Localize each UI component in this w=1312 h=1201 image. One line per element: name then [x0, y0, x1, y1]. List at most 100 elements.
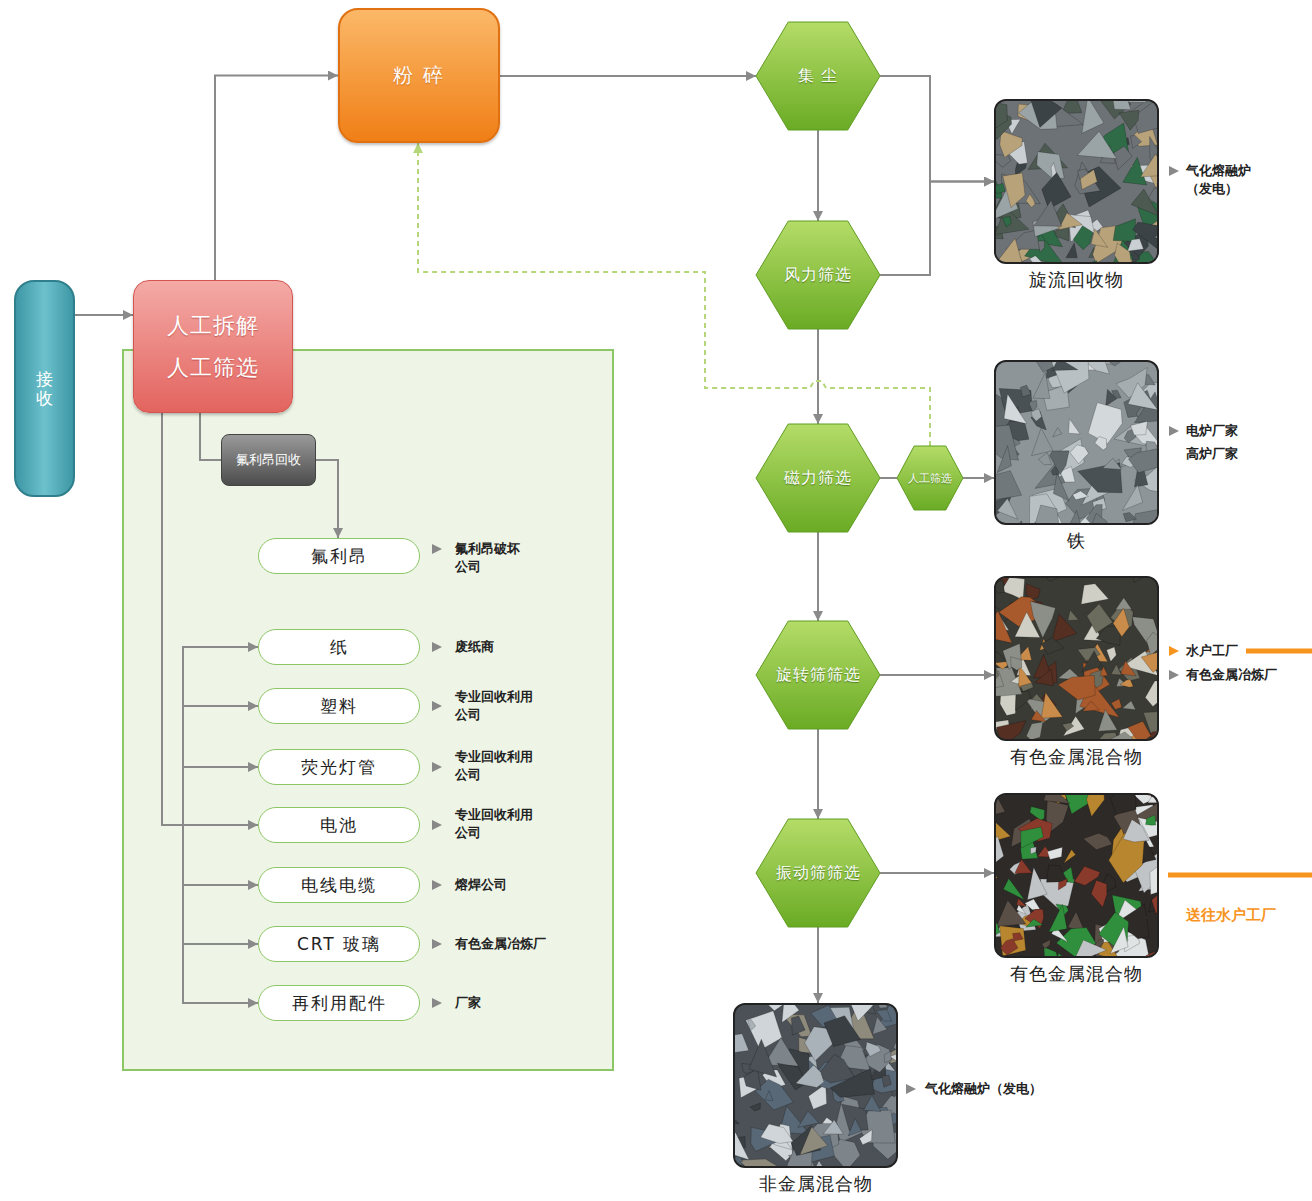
scrap-piece — [1110, 795, 1136, 814]
sub-panel — [123, 350, 613, 1070]
destination-label: 有色金属冶炼厂 — [455, 935, 546, 953]
flow-connector — [963, 477, 994, 479]
scrap-piece — [1095, 436, 1107, 450]
feedback-connector — [418, 143, 930, 446]
node-text: 再利用配件 — [292, 992, 387, 1015]
node-text: 氟利昂回收 — [236, 451, 301, 469]
scrap-piece — [996, 611, 1012, 643]
bullet — [432, 998, 442, 1008]
flow-connector — [817, 927, 819, 1003]
scrap-piece — [1082, 651, 1102, 672]
scrap-piece — [1029, 256, 1042, 262]
scrap-piece — [1073, 491, 1089, 500]
scrap-piece — [876, 1010, 891, 1022]
scrap-piece — [996, 721, 1026, 739]
photo-frame — [994, 99, 1159, 264]
destination-label: 电炉厂家 — [1186, 422, 1238, 440]
flow-connector — [817, 130, 819, 221]
flow-connector — [880, 477, 897, 479]
scrap-piece — [1033, 372, 1050, 398]
process-hexagon: 人工筛选 — [897, 446, 963, 510]
scrap-piece — [996, 865, 997, 879]
scrap-piece — [1008, 521, 1026, 523]
scrap-piece — [1056, 953, 1067, 956]
scrap-piece — [824, 1016, 861, 1047]
node-text: 磁力筛选 — [784, 468, 852, 489]
photo-frame — [733, 1003, 898, 1168]
scrap-piece — [1075, 162, 1100, 194]
scrap-piece — [1092, 513, 1110, 523]
product-photo: 旋流回收物 — [994, 99, 1159, 294]
scrap-piece — [1091, 229, 1108, 248]
scrap-piece — [1042, 173, 1071, 209]
photo-illustration — [996, 795, 1157, 956]
bullet — [432, 762, 442, 772]
destination-label: 专业回收利用 公司 — [455, 748, 533, 784]
scrap-piece — [1041, 637, 1064, 654]
bullet — [1169, 646, 1179, 656]
destination-label: 高炉厂家 — [1186, 445, 1238, 463]
node-text: 人工筛选 — [167, 353, 259, 383]
material-box: 荧光灯管 — [258, 749, 420, 785]
scrap-piece — [1083, 833, 1112, 849]
scrap-piece — [800, 1127, 828, 1155]
scrap-piece — [798, 1111, 819, 1127]
material-box: 氟利昂 — [258, 538, 420, 574]
scrap-piece — [823, 1120, 843, 1134]
scrap-piece — [1148, 795, 1157, 803]
scrap-piece — [996, 798, 1005, 815]
bullet — [432, 701, 442, 711]
hexagon-outline — [756, 22, 880, 130]
scrap-piece — [1026, 194, 1035, 208]
bullet — [1169, 166, 1179, 176]
hexagon-outline — [897, 446, 963, 510]
scrap-piece — [749, 1039, 777, 1077]
scrap-piece — [1037, 152, 1064, 180]
node-text: 接收 — [36, 370, 53, 407]
scrap-piece — [1128, 448, 1157, 473]
scrap-piece — [1049, 451, 1069, 475]
scrap-piece — [1087, 795, 1105, 817]
scrap-piece — [1080, 169, 1097, 189]
node-text: 振动筛筛选 — [776, 863, 861, 884]
scrap-piece — [1003, 173, 1025, 208]
node-text: 纸 — [330, 636, 349, 659]
scrap-piece — [1047, 847, 1062, 859]
scrap-piece — [1015, 859, 1032, 873]
scrap-piece — [1000, 926, 1026, 956]
photo-ground — [996, 578, 1157, 739]
scrap-piece — [1083, 701, 1100, 711]
bullet — [1169, 670, 1179, 680]
node-text: 集 尘 — [798, 66, 838, 87]
scrap-piece — [1088, 403, 1122, 444]
node-text: 电池 — [320, 814, 358, 837]
node-text: 有色金属混合物 — [1010, 747, 1143, 767]
scrap-piece — [1101, 667, 1108, 676]
node-text: 粉 碎 — [393, 62, 445, 89]
scrap-piece — [1131, 135, 1142, 148]
scrap-piece — [1002, 216, 1011, 226]
scrap-piece — [1113, 608, 1129, 637]
scrap-piece — [1017, 905, 1026, 915]
scrap-piece — [735, 1115, 739, 1124]
product-photo: 铁 — [994, 360, 1159, 550]
scrap-piece — [1028, 101, 1062, 128]
scrap-piece — [1066, 243, 1077, 258]
scrap-piece — [1000, 131, 1022, 158]
flow-connector — [215, 76, 338, 281]
node-text: 旋转筛筛选 — [776, 665, 861, 686]
scrap-piece — [1141, 652, 1157, 672]
node-text: 荧光灯管 — [301, 756, 377, 779]
node-text: 风力筛选 — [784, 265, 852, 286]
photo-illustration — [996, 101, 1157, 262]
product-photo: 有色金属混合物 — [994, 576, 1159, 771]
scrap-piece — [1131, 578, 1144, 582]
process-box: 人工拆解人工筛选 — [133, 280, 293, 413]
scrap-piece — [996, 471, 1022, 500]
flow-connector — [75, 314, 133, 316]
node-text: 旋流回收物 — [1029, 270, 1124, 290]
scrap-piece — [1110, 927, 1128, 954]
scrap-piece — [735, 1034, 749, 1053]
scrap-piece — [1111, 699, 1122, 710]
node-text: 铁 — [1067, 531, 1086, 551]
